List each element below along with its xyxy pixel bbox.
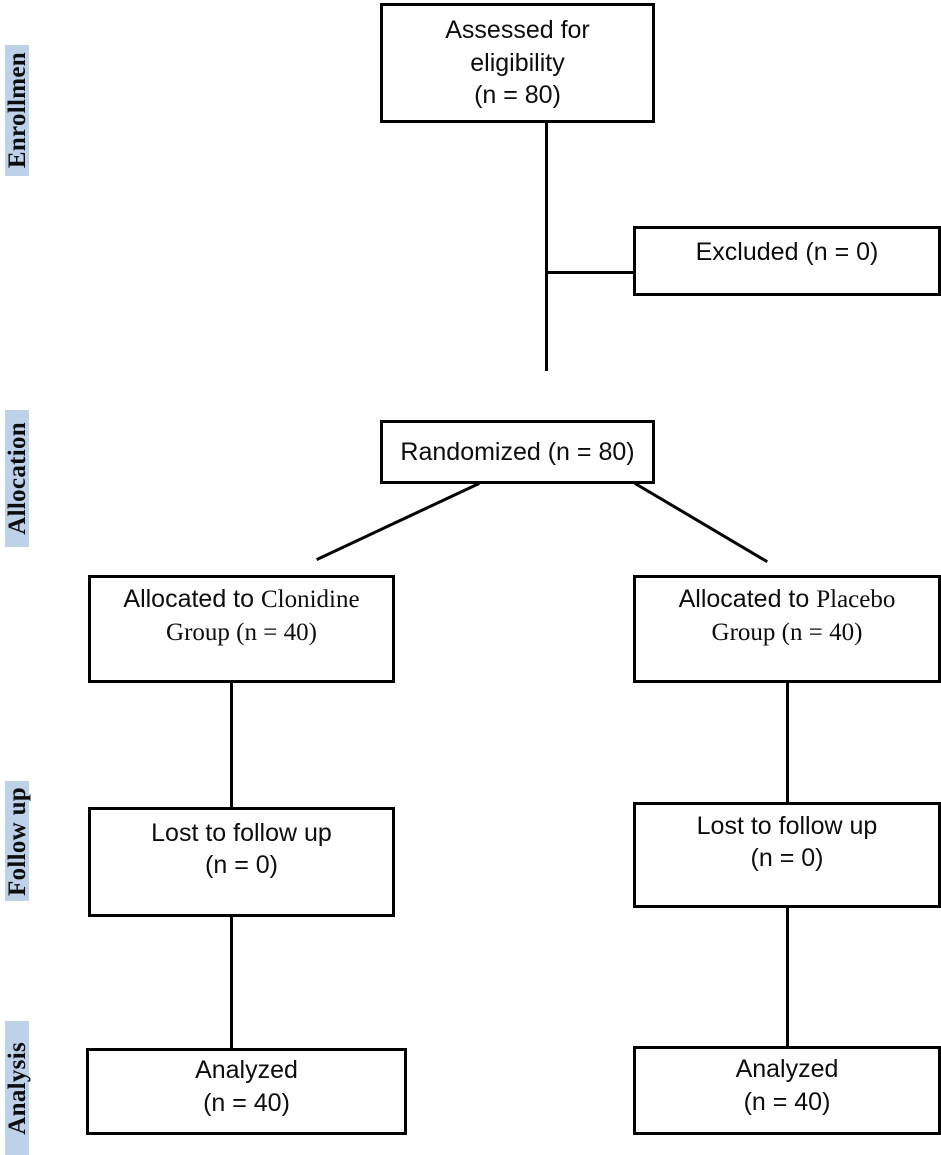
connector-lost-right-to-analyzed-right xyxy=(786,908,789,1046)
node-lost-to-follow-up-right[interactable]: Lost to follow up (n = 0) xyxy=(633,802,941,908)
node-randomized[interactable]: Randomized (n = 80) xyxy=(380,420,655,484)
node-excluded[interactable]: Excluded (n = 0) xyxy=(633,226,941,296)
node-lost-right-line-1: Lost to follow up xyxy=(696,811,878,840)
node-lost-left-line-1: Lost to follow up xyxy=(151,818,332,847)
connector-allocated-left-to-lost-left xyxy=(230,683,233,807)
node-assessed-line-1: Assessed for xyxy=(445,16,590,45)
node-allocated-clonidine[interactable]: Allocated to Clonidine Group (n = 40) xyxy=(88,575,395,683)
connector-lost-left-to-analyzed-left xyxy=(230,917,233,1048)
stage-label-allocation: Allocation xyxy=(3,422,31,535)
node-randomized-line-1: Randomized (n = 80) xyxy=(400,437,635,466)
node-allocated-placebo[interactable]: Allocated to Placebo Group (n = 40) xyxy=(633,575,941,683)
node-excluded-line-1: Excluded (n = 0) xyxy=(695,237,879,266)
node-assessed-line-2: eligibility xyxy=(470,48,565,77)
stage-band-analysis: Analysis xyxy=(3,1021,31,1155)
node-assessed-for-eligibility[interactable]: Assessed for eligibility (n = 80) xyxy=(380,3,655,123)
stage-band-allocation: Allocation xyxy=(3,410,31,547)
node-lost-left-line-2: (n = 0) xyxy=(205,851,278,879)
node-allocated-placebo-line-1: Allocated to Placebo xyxy=(636,583,938,617)
node-allocated-clonidine-drug: Clonidine xyxy=(260,586,360,613)
node-analyzed-right[interactable]: Analyzed (n = 40) xyxy=(633,1046,941,1135)
node-allocated-clonidine-line-2: Group (n = 40) xyxy=(166,618,317,646)
stage-label-follow-up: Follow up xyxy=(3,786,31,896)
stage-label-analysis: Analysis xyxy=(3,1041,31,1135)
node-allocated-placebo-prefix: Allocated to xyxy=(678,585,817,613)
node-analyzed-right-line-2: (n = 40) xyxy=(743,1087,831,1116)
connector-trunk-to-excluded xyxy=(545,271,634,274)
node-allocated-placebo-drug: Placebo xyxy=(816,586,896,613)
node-allocated-clonidine-line-1: Allocated to Clonidine xyxy=(91,583,392,617)
node-assessed-line-3: (n = 80) xyxy=(474,81,561,110)
stage-label-enrollment: Enrollmen xyxy=(3,52,31,169)
node-allocated-placebo-line-2: Group (n = 40) xyxy=(711,618,863,646)
node-allocated-clonidine-prefix: Allocated to xyxy=(123,585,261,613)
stage-band-follow-up: Follow up xyxy=(3,781,31,901)
connector-randomized-to-allocated-left xyxy=(316,482,480,561)
node-analyzed-left[interactable]: Analyzed (n = 40) xyxy=(86,1048,407,1135)
node-lost-to-follow-up-left[interactable]: Lost to follow up (n = 0) xyxy=(88,807,395,917)
connector-assessed-to-randomized xyxy=(545,123,548,371)
node-analyzed-left-line-2: (n = 40) xyxy=(203,1088,290,1117)
stage-band-enrollment: Enrollmen xyxy=(3,45,31,176)
node-analyzed-right-line-1: Analyzed xyxy=(735,1055,839,1083)
node-lost-right-line-2: (n = 0) xyxy=(750,844,824,872)
connector-randomized-to-allocated-right xyxy=(633,481,769,564)
connector-allocated-right-to-lost-right xyxy=(786,683,789,802)
node-analyzed-left-line-1: Analyzed xyxy=(195,1056,298,1084)
